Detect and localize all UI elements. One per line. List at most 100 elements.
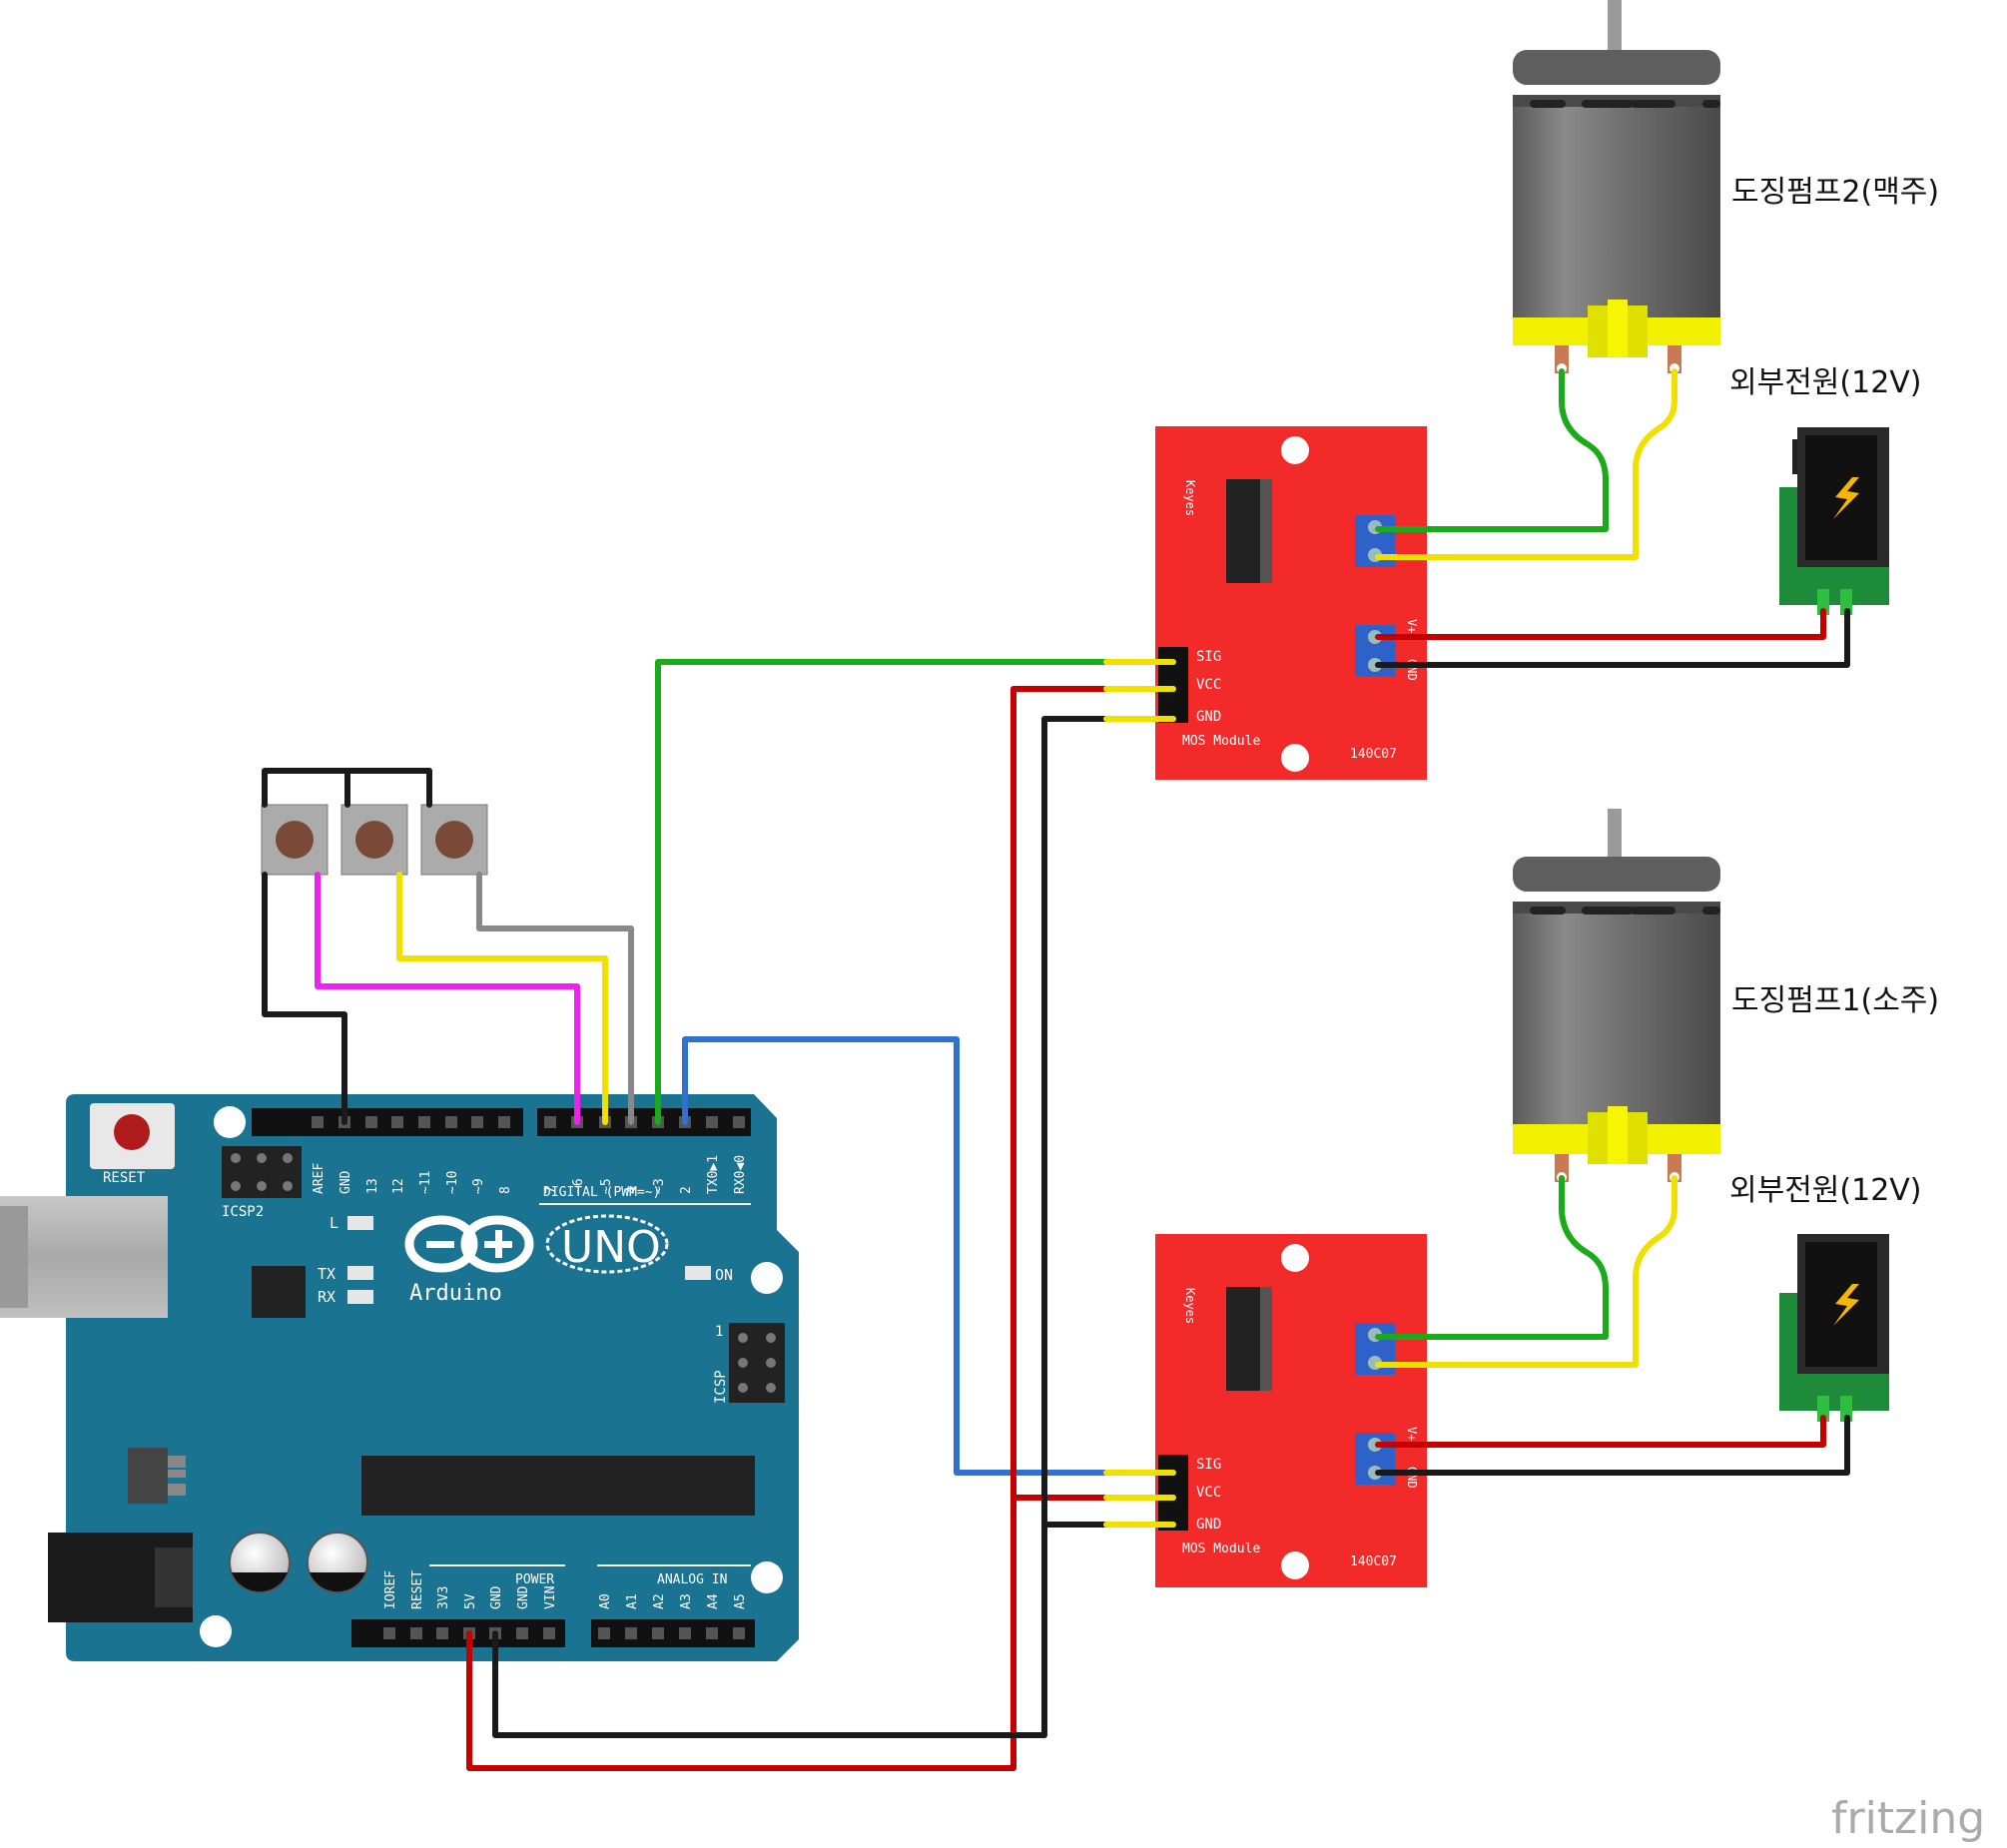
mos-bottom-code-label: 140C07 xyxy=(1350,1554,1397,1569)
led-l-label: L xyxy=(330,1214,338,1232)
wire-power-top-red xyxy=(1375,608,1826,640)
push-button-1[interactable] xyxy=(261,804,329,876)
analog-pin-label-4: A4 xyxy=(706,1593,721,1609)
analog-pin-label-5: A5 xyxy=(733,1593,748,1609)
top-pin-label-15: RX0◀0 xyxy=(733,1155,748,1194)
analog-label: ANALOG IN xyxy=(657,1572,727,1587)
power-pin-hole-5 xyxy=(516,1627,528,1639)
led-rx-label: RX xyxy=(318,1288,335,1306)
mos-top-code-label: 140C07 xyxy=(1350,747,1397,762)
analog-pin-label-0: A0 xyxy=(598,1593,613,1609)
top-pin-label-3: 12 xyxy=(391,1178,406,1194)
power-pin-label-4: GND xyxy=(489,1585,504,1609)
power-pin-label-2: 3V3 xyxy=(436,1586,451,1609)
wire-button3-pin4 xyxy=(476,872,634,1125)
top-pin-label-0: AREF xyxy=(312,1163,327,1194)
led-tx-label: TX xyxy=(318,1265,335,1283)
dosing-pump-1-motor xyxy=(1513,809,1720,1182)
reset-label: RESET xyxy=(103,1170,146,1186)
mos-top-keyes-label: Keyes xyxy=(1183,480,1197,516)
top-pin-hole-0 xyxy=(312,1116,324,1128)
icsp-label: ICSP xyxy=(713,1370,729,1404)
uno-label: UNO xyxy=(561,1222,661,1273)
top-pin-label-14: TX0▶1 xyxy=(706,1155,721,1194)
top-pin-hole-3 xyxy=(391,1116,403,1128)
top-pin-label-8: 7 xyxy=(544,1186,559,1194)
top-pin-hole-14 xyxy=(706,1116,718,1128)
power-bottom-label: 외부전원(12V) xyxy=(1729,1173,1922,1208)
top-pin-label-4: ~11 xyxy=(418,1171,433,1194)
power-pin-label-0: IOREF xyxy=(383,1570,398,1609)
top-pin-hole-4 xyxy=(418,1116,430,1128)
wire-motor1-green xyxy=(1375,1175,1609,1340)
power-pin-hole-2 xyxy=(436,1627,448,1639)
dc-jack-top xyxy=(1779,427,1889,615)
top-pin-label-6: ~9 xyxy=(471,1178,486,1194)
analog-pin-hole-1 xyxy=(625,1627,637,1639)
mos-top-name-label: MOS Module xyxy=(1182,734,1260,749)
pump1-label: 도징펌프1(소주) xyxy=(1731,983,1939,1018)
analog-pin-label-1: A1 xyxy=(625,1593,640,1609)
analog-pin-hole-5 xyxy=(733,1627,745,1639)
mos-bottom-vcc-label: VCC xyxy=(1196,1485,1221,1501)
top-pin-hole-6 xyxy=(471,1116,483,1128)
digital-label: DIGITAL (PWM=~) xyxy=(543,1185,660,1200)
top-pin-hole-15 xyxy=(733,1116,745,1128)
mos-bottom-gnd-label: GND xyxy=(1196,1517,1221,1533)
wire-pin3-sig-top xyxy=(655,659,1109,1125)
top-pin-label-10: ~5 xyxy=(599,1178,614,1194)
analog-pin-label-2: A2 xyxy=(652,1593,667,1609)
top-pin-label-9: ~6 xyxy=(571,1178,586,1194)
push-buttons xyxy=(261,804,488,876)
analog-pin-hole-3 xyxy=(679,1627,691,1639)
dc-jack-bottom xyxy=(1779,1234,1889,1422)
top-pin-hole-2 xyxy=(365,1116,377,1128)
mos-module-top: SIG VCC GND MOS Module 140C07 Keyes V+ G… xyxy=(1155,426,1427,780)
icsp-pin1-label: 1 xyxy=(715,1324,723,1340)
wire-button1-pin6 xyxy=(315,872,580,1125)
analog-pin-hole-4 xyxy=(706,1627,718,1639)
top-pin-hole-5 xyxy=(445,1116,457,1128)
mos-module-bottom: SIG VCC GND MOS Module 140C07 Keyes V+ G… xyxy=(1155,1234,1427,1587)
power-pin-hole-1 xyxy=(410,1627,422,1639)
top-pin-label-5: ~10 xyxy=(445,1171,460,1194)
arduino-logo xyxy=(404,1214,669,1274)
top-pin-label-11: 4 xyxy=(625,1186,640,1194)
top-pin-label-2: 13 xyxy=(365,1178,380,1194)
wire-button-gnd-bus xyxy=(262,768,432,1125)
wire-motor1-yellow xyxy=(1375,1175,1677,1368)
analog-pin-hole-2 xyxy=(652,1627,664,1639)
wire-power-top-black xyxy=(1375,608,1850,668)
mos-bottom-terminal-top: V+ xyxy=(1405,1427,1419,1441)
wire-vcc-red xyxy=(466,686,1109,1771)
wire-power-bottom-red xyxy=(1375,1415,1826,1448)
power-pin-label-1: RESET xyxy=(410,1570,425,1609)
push-button-2[interactable] xyxy=(340,804,408,876)
power-top-label: 외부전원(12V) xyxy=(1729,365,1922,400)
led-on-label: ON xyxy=(715,1266,733,1284)
wire-gnd-black xyxy=(492,716,1109,1738)
arduino-brand-label: Arduino xyxy=(409,1281,502,1306)
wire-motor2-yellow xyxy=(1375,368,1677,560)
top-pin-label-7: 8 xyxy=(498,1186,513,1194)
mos-top-sig-label: SIG xyxy=(1196,649,1221,665)
power-pin-hole-0 xyxy=(383,1627,395,1639)
mos-top-terminal-top: V+ xyxy=(1405,619,1419,633)
wire-button2-pin5 xyxy=(396,872,608,1125)
fritzing-watermark: fritzing xyxy=(1831,1793,1985,1844)
top-pin-hole-7 xyxy=(498,1116,510,1128)
push-button-3[interactable] xyxy=(420,804,488,876)
top-pin-hole-8 xyxy=(544,1116,556,1128)
top-pin-label-12: ~3 xyxy=(652,1178,667,1194)
mos-top-gnd-label: GND xyxy=(1196,709,1221,725)
pump2-label: 도징펌프2(맥주) xyxy=(1731,175,1939,210)
wire-power-bottom-black xyxy=(1375,1415,1850,1476)
mos-bottom-name-label: MOS Module xyxy=(1182,1541,1260,1556)
wires xyxy=(262,368,1850,1771)
power-label: POWER xyxy=(515,1572,554,1587)
power-pin-label-5: GND xyxy=(516,1585,531,1609)
mos-bottom-sig-label: SIG xyxy=(1196,1457,1221,1473)
analog-pin-hole-0 xyxy=(598,1627,610,1639)
